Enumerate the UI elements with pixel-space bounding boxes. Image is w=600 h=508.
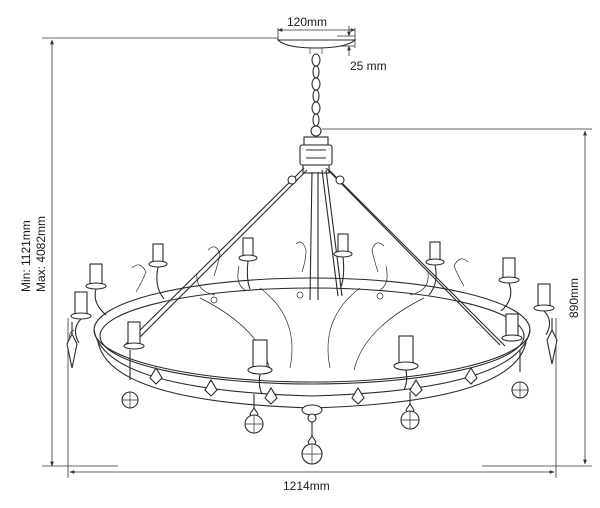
drop-min-label: Min: 1121mm [19, 220, 33, 292]
candle-back-3 [333, 233, 353, 288]
body-height-label: 890mm [567, 278, 581, 318]
ceiling-canopy [276, 39, 357, 49]
support-arms [124, 167, 506, 348]
candle-side-right [533, 283, 555, 336]
arm-right [325, 167, 506, 347]
canopy-and-chain [276, 39, 357, 137]
candle-back-4 [425, 241, 445, 296]
dimension-annotations: 120mm 25 mm Min: 1121mm Max: 4082mm 890m… [19, 15, 592, 493]
ring-outer-top [93, 277, 531, 383]
candle-holders-back [85, 233, 520, 316]
drop-max-label: Max: 4082mm [34, 216, 48, 292]
suspension-chain [310, 53, 322, 137]
crystal-far-left [66, 322, 78, 369]
crystal-drops [66, 318, 558, 465]
candle-holders-side [69, 283, 555, 350]
central-hub [299, 136, 333, 174]
arm-center-right [321, 169, 343, 297]
ring-front-band-top [93, 329, 531, 397]
candle-back-6 [85, 263, 107, 316]
crystal-right-1 [511, 350, 529, 399]
candle-back-5 [498, 257, 520, 312]
canopy-hook [309, 48, 323, 54]
ring-inner [99, 287, 525, 385]
candle-front-left [247, 339, 273, 395]
arm-left [124, 167, 308, 348]
canopy-width-label: 120mm [287, 15, 327, 29]
crystal-center [301, 422, 323, 465]
crystal-front-left [244, 394, 264, 434]
crystal-front-right [400, 392, 420, 430]
candle-back-1 [148, 243, 168, 300]
candle-front-right [393, 335, 419, 391]
overall-width-label: 1214mm [283, 479, 330, 493]
ring-front-band-bottom [97, 341, 527, 409]
arm-center-left [309, 171, 319, 301]
candle-side-right-front [501, 313, 523, 342]
upper-curl-finials [131, 241, 469, 293]
candle-holders-front [247, 335, 419, 395]
main-ring [93, 265, 531, 423]
canopy-height-label: 25 mm [350, 59, 387, 73]
crystal-far-right [546, 318, 558, 365]
candle-back-2 [238, 237, 258, 290]
ring-front-ornaments [149, 366, 478, 405]
crystal-left-1 [121, 350, 139, 409]
ring-bottom-finial [301, 404, 323, 423]
candle-side-left-front [123, 321, 145, 350]
